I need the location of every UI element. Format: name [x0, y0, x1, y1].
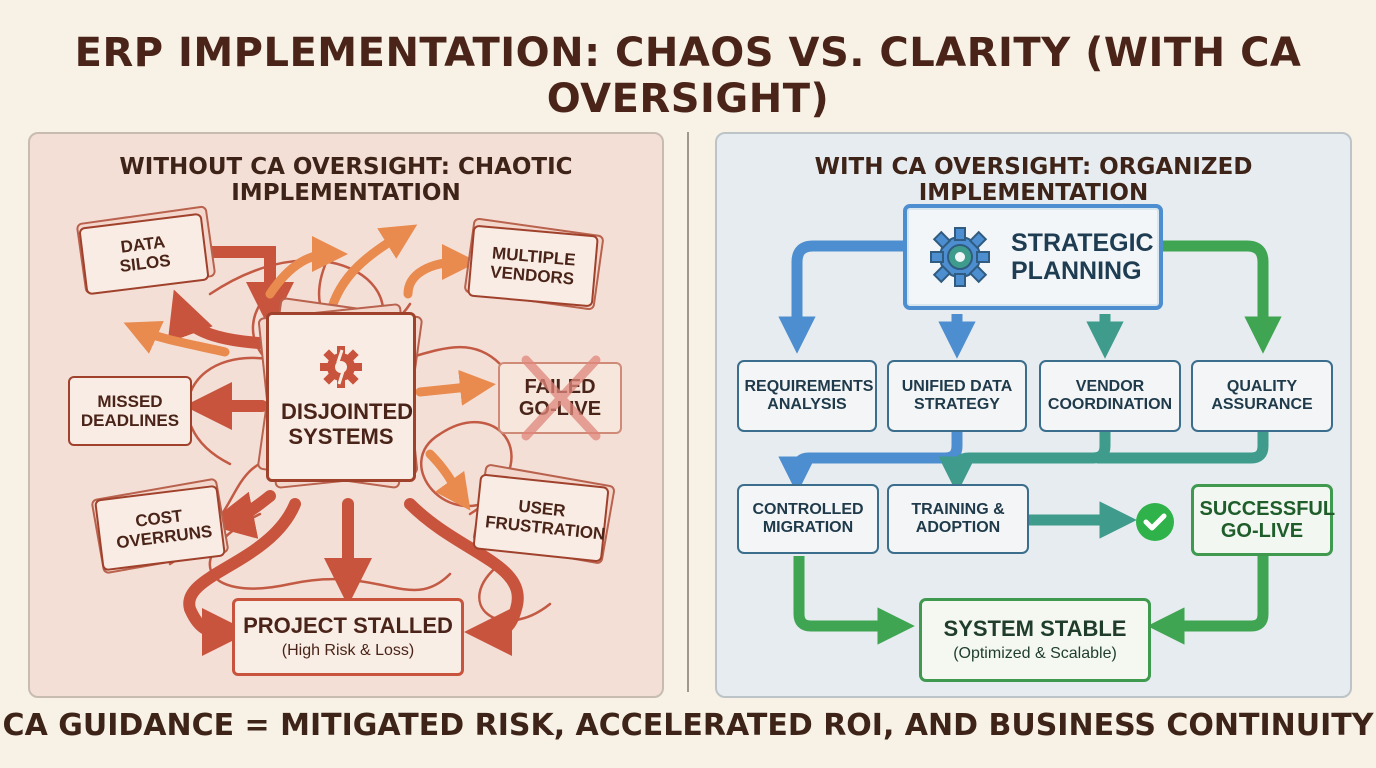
arrow-upward-2 — [265, 236, 348, 299]
arrow-to-requirements — [778, 240, 903, 354]
arrow-right-loop — [404, 498, 524, 656]
arrow-vendor-to-training — [938, 432, 1111, 494]
arrow-to-user-frustration — [425, 449, 471, 511]
successful-go-live-label: SUCCESSFUL GO-LIVE — [1199, 497, 1336, 542]
flow-arrows-layer — [778, 240, 1282, 645]
missed-deadlines-label: MISSED DEADLINES — [80, 391, 180, 430]
system-stable-sub: (Optimized & Scalable) — [953, 645, 1117, 663]
multiple-vendors-label: MULTIPLE VENDORS — [489, 243, 577, 289]
arrow-quality-join — [1097, 432, 1269, 464]
arrow-success-to-stable — [1147, 556, 1269, 645]
arrow-to-failed-go-live — [415, 369, 496, 406]
requirements-analysis-box: REQUIREMENTS ANALYSIS — [737, 360, 877, 432]
disjointed-systems-label: DISJOINTED SYSTEMS — [281, 399, 414, 449]
arrow-to-cost-overruns — [206, 490, 276, 539]
arrow-up-left — [123, 320, 230, 357]
arrow-to-quality — [1163, 240, 1282, 354]
arrow-to-multiple-vendors — [403, 244, 478, 299]
training-adoption-label: TRAINING & ADOPTION — [911, 501, 1005, 536]
missed-deadlines-box: MISSED DEADLINES — [68, 376, 192, 446]
footer-tagline: CA GUIDANCE = MITIGATED RISK, ACCELERATE… — [2, 708, 1374, 743]
unified-data-strategy-label: UNIFIED DATA STRATEGY — [901, 378, 1013, 413]
check-circle-icon — [1136, 503, 1174, 541]
project-stalled-box: PROJECT STALLED (High Risk & Loss) — [232, 598, 464, 676]
quality-assurance-label: QUALITY ASSURANCE — [1211, 378, 1313, 413]
system-stable-label: SYSTEM STABLE — [943, 615, 1127, 641]
unified-data-strategy-box: UNIFIED DATA STRATEGY — [887, 360, 1027, 432]
strategic-planning-label: STRATEGIC PLANNING — [1011, 229, 1154, 285]
chaos-panel-heading: WITHOUT CA OVERSIGHT: CHAOTIC IMPLEMENTA… — [119, 154, 573, 206]
controlled-migration-label: CONTROLLED MIGRATION — [752, 501, 864, 536]
cost-overruns-label: COST OVERRUNS — [115, 506, 214, 553]
controlled-migration-box: CONTROLLED MIGRATION — [737, 484, 879, 554]
failed-go-live-box: FAILED GO-LIVE — [498, 355, 622, 441]
successful-go-live-box: SUCCESSFUL GO-LIVE — [1191, 484, 1336, 556]
system-stable-box: SYSTEM STABLE (Optimized & Scalable) — [919, 598, 1151, 682]
user-frustration-label: USER FRUSTRATION — [484, 496, 607, 544]
gear-icon — [930, 227, 990, 287]
project-stalled-label: PROJECT STALLED — [243, 612, 453, 638]
requirements-analysis-label: REQUIREMENTS ANALYSIS — [744, 378, 874, 413]
panel-divider — [687, 132, 689, 692]
page-title: ERP IMPLEMENTATION: CHAOS VS. CLARITY (W… — [74, 30, 1302, 122]
arrow-left-loop — [183, 498, 301, 656]
arrow-unified-to-migration — [778, 432, 963, 494]
cross-mark-icon — [521, 355, 601, 441]
strategic-planning-box: STRATEGIC PLANNING — [903, 204, 1163, 310]
multiple-vendors-box: MULTIPLE VENDORS — [467, 224, 599, 308]
arrow-upward-1 — [325, 224, 418, 319]
orange-arrows — [123, 224, 496, 511]
data-silos-label: DATA SILOS — [118, 232, 172, 276]
training-adoption-box: TRAINING & ADOPTION — [887, 484, 1029, 554]
cost-overruns-box: COST OVERRUNS — [94, 484, 226, 572]
arrow-migration-to-stable — [793, 556, 915, 645]
vendor-coordination-box: VENDOR COORDINATION — [1039, 360, 1181, 432]
organized-panel-heading: WITH CA OVERSIGHT: ORGANIZED IMPLEMENTAT… — [814, 154, 1253, 206]
chaos-panel: WITHOUT CA OVERSIGHT: CHAOTIC IMPLEMENTA… — [28, 132, 664, 698]
user-frustration-box: USER FRUSTRATION — [472, 473, 610, 563]
vendor-coordination-label: VENDOR COORDINATION — [1047, 378, 1173, 413]
project-stalled-sub: (High Risk & Loss) — [281, 642, 415, 660]
quality-assurance-box: QUALITY ASSURANCE — [1191, 360, 1333, 432]
arrow-from-data-silos — [202, 246, 294, 330]
organized-panel: WITH CA OVERSIGHT: ORGANIZED IMPLEMENTAT… — [715, 132, 1352, 698]
disjointed-systems-box: DISJOINTED SYSTEMS — [266, 312, 416, 482]
broken-gear-icon — [320, 346, 362, 389]
